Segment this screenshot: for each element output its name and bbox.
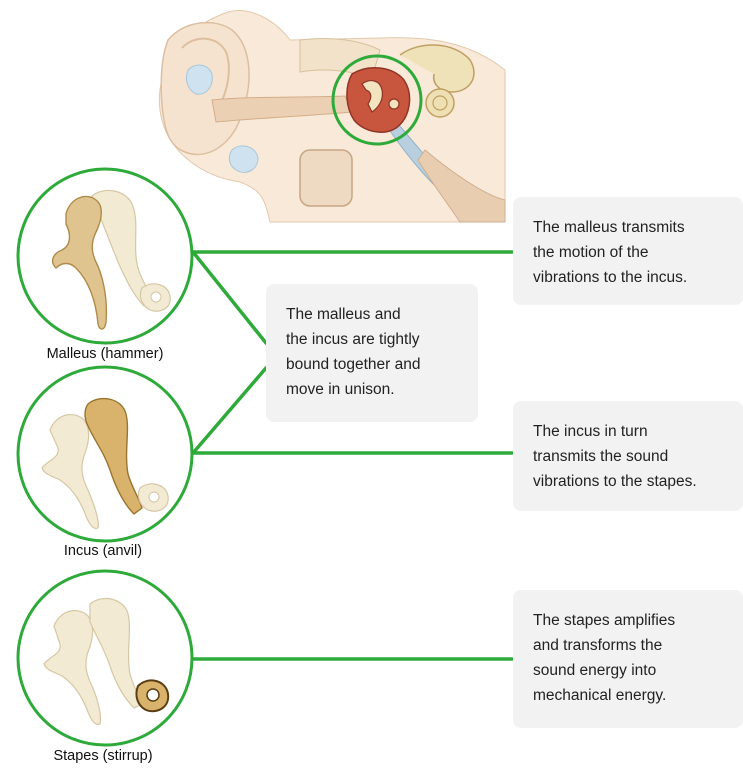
callout-malleus: The malleus transmits the motion of the … — [513, 197, 743, 305]
stapes-circle — [18, 571, 192, 745]
connector-bound-top — [193, 252, 266, 343]
malleus-label: Malleus (hammer) — [47, 346, 164, 362]
cartilage-lower — [229, 146, 258, 173]
ear-cross-section — [159, 11, 505, 222]
stapes-foot-faded — [151, 292, 161, 302]
callout-stapes: The stapes amplifies and transforms the … — [513, 590, 743, 728]
callout-bound-together: The malleus and the incus are tightly bo… — [266, 284, 478, 422]
cochlea — [426, 89, 454, 117]
middle-ear-stapes-dot — [389, 99, 399, 109]
malleus-detail: Malleus (hammer) — [18, 169, 192, 362]
callout-incus: The incus in turn transmits the sound vi… — [513, 401, 743, 511]
stapes-label: Stapes (stirrup) — [53, 748, 152, 764]
cartilage-upper — [186, 65, 212, 94]
mastoid-block — [300, 150, 352, 206]
connector-bound-bottom — [193, 368, 266, 453]
stapes-foot-faded-2 — [149, 492, 159, 502]
stapes-detail: Stapes (stirrup) — [18, 571, 192, 764]
incus-detail: Incus (anvil) — [18, 367, 192, 559]
incus-label: Incus (anvil) — [64, 543, 142, 559]
stapes-foot — [147, 689, 159, 701]
